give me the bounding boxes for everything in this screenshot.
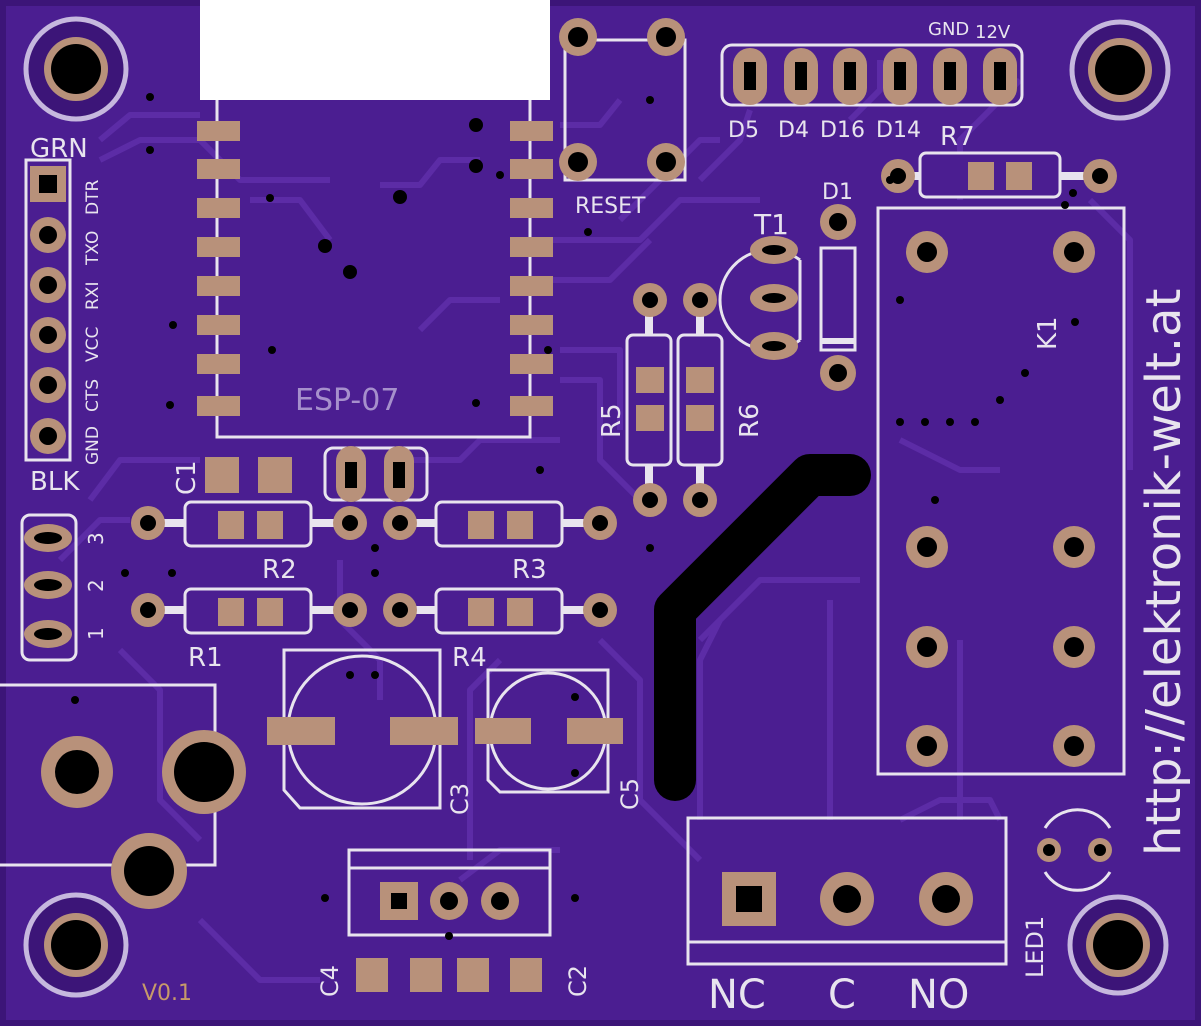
esp07-module: ESP-07 bbox=[197, 0, 553, 439]
mounting-hole-bottom-left bbox=[23, 892, 129, 998]
nc-label: NC bbox=[708, 972, 766, 1018]
r6-label: R6 bbox=[735, 403, 765, 438]
pin-label-d16: D16 bbox=[820, 118, 865, 143]
gnd-label: GND bbox=[928, 19, 969, 40]
pin-label-gnd: GND bbox=[83, 426, 103, 465]
resistor-r6 bbox=[676, 283, 724, 517]
capacitor-c3 bbox=[267, 648, 458, 810]
resistor-r3 bbox=[383, 500, 617, 548]
resistor-r2 bbox=[131, 500, 367, 548]
c4-label: C4 bbox=[316, 965, 344, 997]
jumper-number-1: 1 bbox=[84, 627, 108, 640]
resistor-r1 bbox=[131, 587, 367, 635]
c-label: C bbox=[828, 972, 856, 1018]
resistor-r5 bbox=[625, 283, 673, 517]
r1-label: R1 bbox=[188, 643, 223, 673]
pin-label-dtr: DTR bbox=[83, 180, 103, 215]
io-header bbox=[720, 43, 1024, 107]
grn-label: GRN bbox=[30, 134, 88, 164]
solder-jumper bbox=[323, 446, 429, 502]
r3-label: R3 bbox=[512, 555, 547, 585]
capacitor-c1 bbox=[205, 457, 292, 493]
c5-label: C5 bbox=[616, 778, 644, 810]
power-trace bbox=[654, 454, 871, 801]
reset-label: RESET bbox=[575, 194, 646, 219]
vias bbox=[71, 93, 1079, 940]
mounting-hole-top-left bbox=[23, 16, 129, 122]
no-label: NO bbox=[908, 972, 969, 1018]
c2-label: C2 bbox=[564, 965, 592, 997]
reset-switch bbox=[559, 18, 687, 182]
led-led1 bbox=[1037, 808, 1112, 892]
pin-label-rxi: RXI bbox=[83, 282, 103, 310]
esp-label: ESP-07 bbox=[295, 383, 399, 418]
c1-label: C1 bbox=[172, 460, 202, 495]
r5-label: R5 bbox=[597, 403, 627, 438]
esp-antenna-area bbox=[200, 0, 550, 100]
k1-label: K1 bbox=[1033, 316, 1063, 350]
mounting-hole-top-right bbox=[1069, 19, 1171, 121]
jumper-number-3: 3 bbox=[84, 532, 108, 545]
capacitor-c2 bbox=[457, 958, 542, 992]
serial-header bbox=[24, 158, 72, 462]
screw-terminal bbox=[686, 816, 1008, 966]
d1-label: D1 bbox=[822, 180, 853, 205]
blk-label: BLK bbox=[30, 467, 80, 497]
r2-label: R2 bbox=[262, 555, 297, 585]
relay-k1 bbox=[876, 206, 1126, 776]
v12-label: 12V bbox=[975, 22, 1011, 43]
version-label: V0.1 bbox=[142, 981, 192, 1006]
r4-label: R4 bbox=[452, 643, 487, 673]
pin-label-cts: CTS bbox=[83, 379, 103, 412]
transistor-t1 bbox=[718, 236, 802, 360]
led1-label: LED1 bbox=[1021, 916, 1049, 978]
pin-label-d14: D14 bbox=[876, 118, 921, 143]
resistor-r7 bbox=[881, 151, 1117, 199]
pin-label-d5: D5 bbox=[728, 118, 759, 143]
capacitor-c5 bbox=[475, 668, 623, 794]
dc-jack bbox=[0, 683, 246, 909]
resistor-r4 bbox=[383, 587, 617, 635]
r7-label: R7 bbox=[940, 122, 975, 152]
pin-label-vcc: VCC bbox=[83, 327, 103, 362]
pin-label-txo: TXO bbox=[83, 231, 103, 266]
t1-label: T1 bbox=[753, 208, 789, 241]
c3-label: C3 bbox=[446, 783, 474, 815]
website-url: http://elektronik-welt.at bbox=[1136, 289, 1192, 856]
diode-d1 bbox=[819, 204, 857, 391]
mounting-hole-bottom-right bbox=[1067, 894, 1169, 996]
jumper-header bbox=[20, 513, 78, 662]
capacitor-c4 bbox=[356, 958, 442, 992]
jumper-number-2: 2 bbox=[84, 579, 108, 592]
pin-label-d4: D4 bbox=[778, 118, 809, 143]
